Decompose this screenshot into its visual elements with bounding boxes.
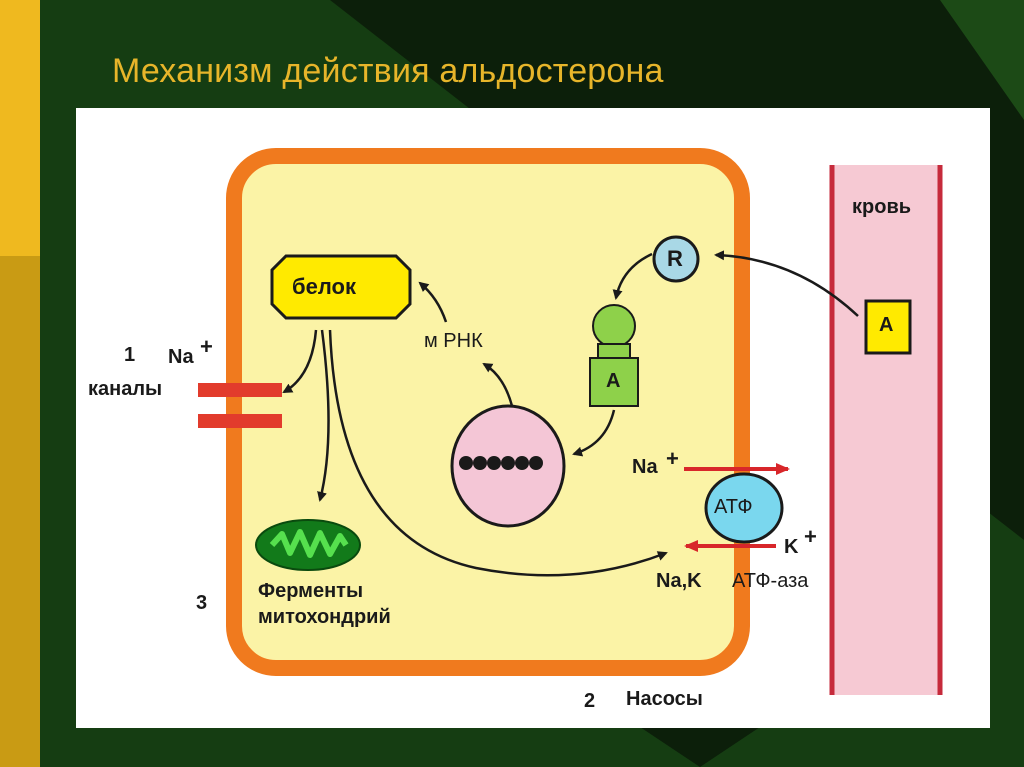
channel-ion: Na — [168, 346, 194, 368]
atpase-label: АТФ-аза — [732, 570, 809, 592]
receptor — [652, 235, 700, 283]
pump-na-charge: + — [666, 446, 679, 471]
bottom-notch-shape — [640, 727, 760, 767]
aldosterone-cell-label: А — [606, 370, 621, 392]
protein-box — [270, 254, 412, 320]
arrow-complex-to-nucleus — [572, 409, 616, 457]
mito-label-line1: Ферменты — [258, 580, 364, 602]
arrow-protein-to-mitochondria — [317, 329, 330, 502]
blood-label: кровь — [852, 196, 912, 218]
pump-k-charge: + — [804, 524, 817, 549]
slide-title: Механизм действия альдостерона — [112, 52, 664, 90]
aldosterone-diagram — [198, 148, 943, 695]
mitochondrion — [255, 519, 361, 571]
channel-ion-charge: + — [200, 334, 213, 359]
receptor-label: R — [667, 246, 683, 271]
arrow-mrna-to-protein — [418, 281, 448, 323]
na-channel-lower — [198, 414, 282, 428]
dna-chain — [459, 456, 543, 470]
channel-label: каналы — [88, 378, 163, 400]
mito-number: 3 — [196, 592, 208, 614]
pump-nak-label: Na,K — [656, 570, 702, 592]
pump-k-label: K — [784, 536, 799, 558]
diagram-panel: белок м РНК R А А кровь 1 Na + каналы Na… — [76, 108, 990, 728]
mrna-label: м РНК — [424, 330, 483, 352]
light-corner-shape — [420, 0, 1024, 120]
aldosterone-blood-box — [864, 299, 912, 355]
arrow-protein-to-pump — [328, 329, 668, 577]
arrow-nucleus-to-mrna — [482, 362, 514, 407]
accent-bar-bottom — [0, 256, 40, 767]
arrow-protein-to-channels — [282, 329, 318, 394]
atp-label: АТФ — [714, 496, 753, 518]
pump-label: Насосы — [626, 688, 703, 710]
aldosterone-receptor-complex — [589, 304, 639, 407]
mito-label-line2: митохондрий — [258, 606, 391, 628]
arrow-blood-to-receptor — [714, 250, 859, 317]
channel-number: 1 — [124, 344, 136, 366]
arrow-receptor-to-complex — [612, 252, 653, 300]
accent-bar-top — [0, 0, 40, 256]
atp-circle — [704, 472, 784, 544]
pump-number: 2 — [584, 690, 596, 712]
aldosterone-blood-label: А — [879, 314, 894, 336]
protein-label: белок — [292, 274, 356, 299]
pump-na-label: Na — [632, 456, 658, 478]
na-channel-upper — [198, 383, 282, 397]
blood-vessel — [830, 165, 942, 695]
